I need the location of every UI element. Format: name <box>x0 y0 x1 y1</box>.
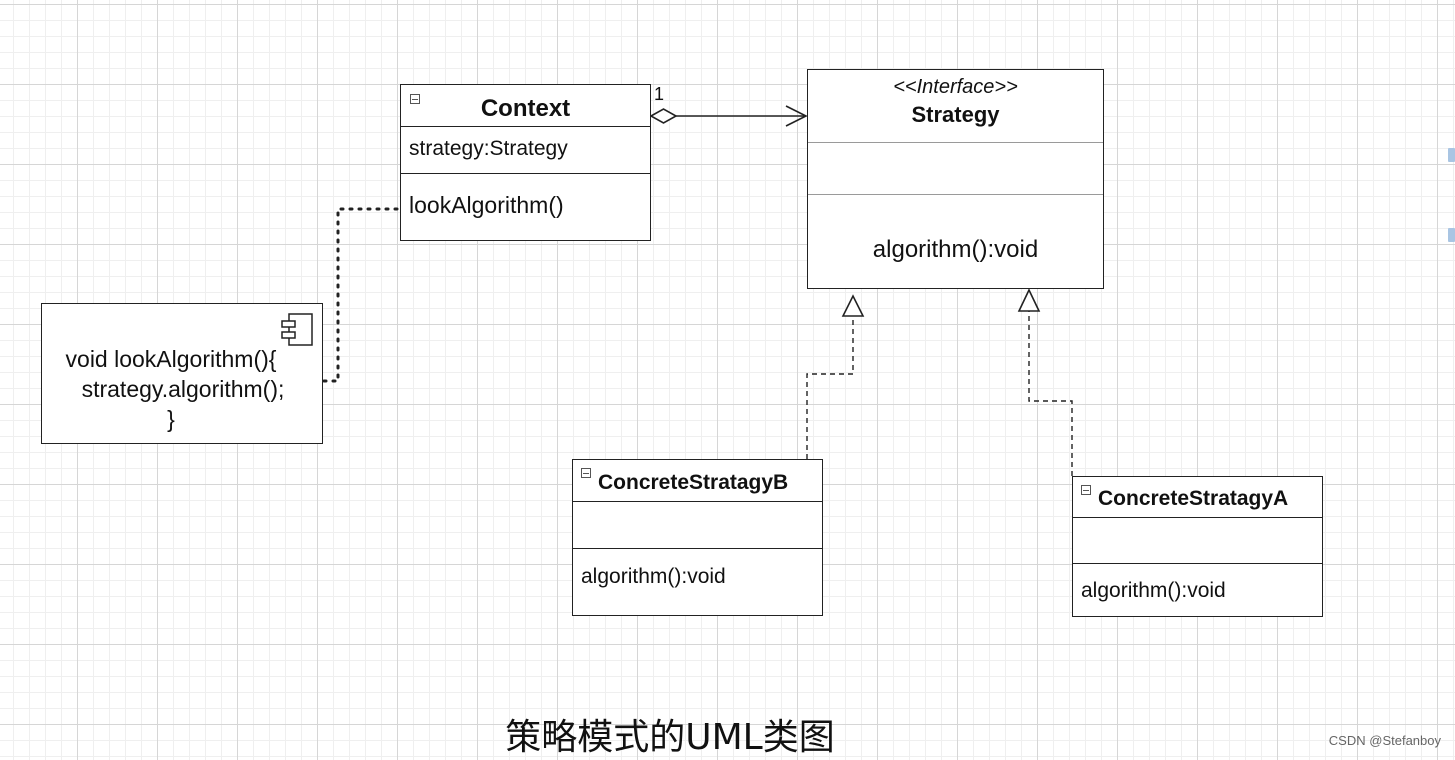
watermark: CSDN @Stefanboy <box>1328 733 1441 748</box>
collapse-icon[interactable] <box>581 468 591 478</box>
context-operations: lookAlgorithm() <box>401 174 650 238</box>
realization-connector-a[interactable] <box>1017 288 1073 476</box>
context-class-name: Context <box>480 95 571 122</box>
note-code: void lookAlgorithm(){ strategy.algorithm… <box>42 344 300 434</box>
collapse-icon[interactable] <box>1081 485 1091 495</box>
concrete-strategy-b-header: ConcreteStratagyB <box>573 460 822 502</box>
note-line: strategy.algorithm(); <box>81 376 285 402</box>
context-operation[interactable]: lookAlgorithm() <box>409 192 564 218</box>
interface-divider <box>808 142 1103 143</box>
note-line: } <box>167 406 175 432</box>
scroll-marker <box>1448 228 1455 242</box>
concrete-strategy-b-operations: algorithm():void <box>573 549 822 613</box>
association-multiplicity: 1 <box>654 84 665 104</box>
concrete-strategy-a-class[interactable]: ConcreteStratagyA algorithm():void <box>1072 476 1323 617</box>
scroll-marker <box>1448 148 1455 162</box>
realization-triangle-icon <box>841 294 865 317</box>
concrete-strategy-a-header: ConcreteStratagyA <box>1073 477 1322 518</box>
note-line: void lookAlgorithm(){ <box>65 346 277 372</box>
aggregation-connector[interactable] <box>649 105 808 127</box>
component-icon <box>281 313 313 346</box>
concrete-strategy-a-attributes <box>1073 518 1322 564</box>
concrete-strategy-a-operation[interactable]: algorithm():void <box>1081 579 1226 602</box>
concrete-strategy-a-operations: algorithm():void <box>1073 564 1322 615</box>
scrollbar[interactable] <box>1448 148 1455 258</box>
diagram-caption: 策略模式的UML类图 <box>505 717 835 758</box>
context-class[interactable]: Context strategy:Strategy lookAlgorithm(… <box>400 84 651 241</box>
concrete-strategy-b-operation[interactable]: algorithm():void <box>581 565 726 588</box>
aggregation-diamond-icon <box>649 108 678 124</box>
context-attribute[interactable]: strategy:Strategy <box>409 137 568 160</box>
realization-triangle-icon <box>1017 288 1041 312</box>
note-anchor-connector[interactable] <box>322 207 400 383</box>
strategy-interface[interactable]: <<Interface>> Strategy algorithm():void <box>807 69 1104 289</box>
interface-divider <box>808 194 1103 195</box>
realization-connector-b[interactable] <box>806 294 865 459</box>
interface-stereotype: <<Interface>> <box>893 76 1018 98</box>
concrete-strategy-b-class[interactable]: ConcreteStratagyB algorithm():void <box>572 459 823 616</box>
concrete-strategy-b-name: ConcreteStratagyB <box>598 471 789 494</box>
context-attributes: strategy:Strategy <box>401 127 650 174</box>
collapse-icon[interactable] <box>410 94 420 104</box>
concrete-strategy-b-attributes <box>573 502 822 549</box>
strategy-operation[interactable]: algorithm():void <box>872 236 1039 263</box>
strategy-interface-name: Strategy <box>911 102 1000 127</box>
context-class-header: Context <box>401 85 650 127</box>
code-note[interactable]: void lookAlgorithm(){ strategy.algorithm… <box>41 303 323 444</box>
association-arrowhead-icon <box>785 105 808 127</box>
concrete-strategy-a-name: ConcreteStratagyA <box>1098 487 1289 510</box>
